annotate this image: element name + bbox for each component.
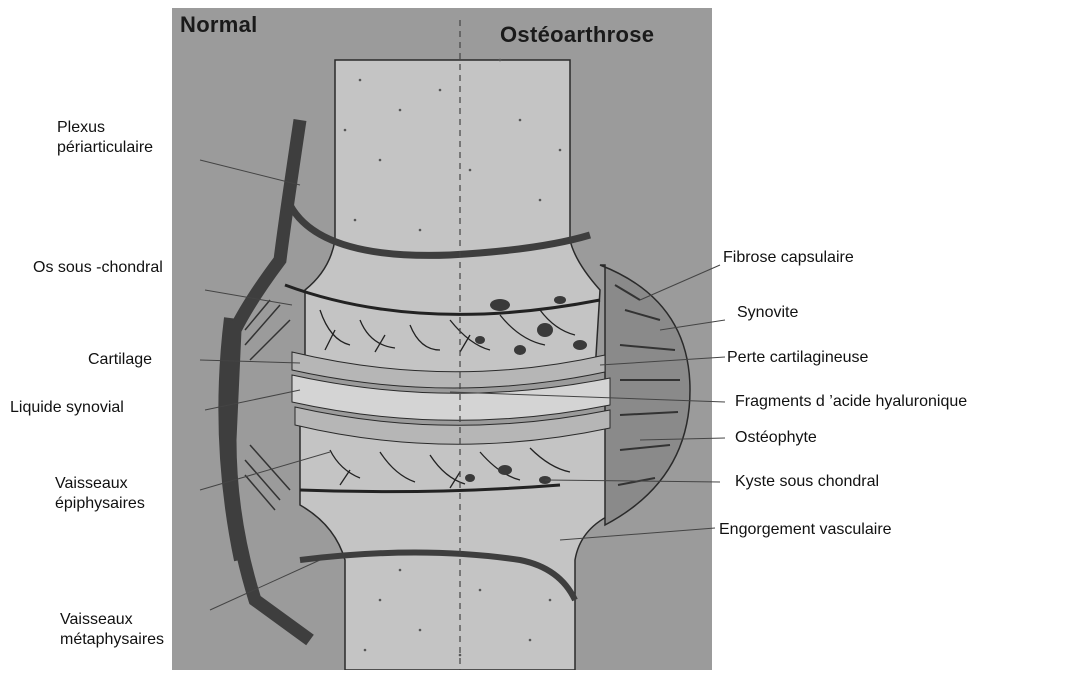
label-plexus-line2: périarticulaire [57,138,153,158]
lower-bone [300,412,610,670]
label-fragments: Fragments d ’acide hyaluronique [735,392,967,412]
header-normal: Normal [180,12,258,38]
header-osteoarthrose: Ostéoarthrose [500,22,654,48]
label-cartilage: Cartilage [88,350,152,370]
label-liquide-synovial: Liquide synovial [10,398,124,418]
label-plexus-line1: Plexus [57,118,153,138]
label-os-sous-chondral: Os sous -chondral [33,258,163,278]
label-vaisseaux-metaphysaires-line1: Vaisseaux [60,610,164,630]
upper-bone [305,60,600,383]
label-vaisseaux-metaphysaires-line2: métaphysaires [60,630,164,650]
label-synovite: Synovite [737,303,798,323]
label-kyste: Kyste sous chondral [735,472,879,492]
label-osteophyte: Ostéophyte [735,428,817,448]
label-perte-cartilagineuse: Perte cartilagineuse [727,348,868,368]
label-plexus: Plexus périarticulaire [57,118,153,158]
label-vaisseaux-epiphysaires: Vaisseaux épiphysaires [55,474,145,514]
label-fibrose-capsulaire: Fibrose capsulaire [723,248,854,268]
label-vaisseaux-epiphysaires-line2: épiphysaires [55,494,145,514]
label-engorgement: Engorgement vasculaire [719,520,892,540]
label-vaisseaux-metaphysaires: Vaisseaux métaphysaires [60,610,164,650]
label-vaisseaux-epiphysaires-line1: Vaisseaux [55,474,145,494]
